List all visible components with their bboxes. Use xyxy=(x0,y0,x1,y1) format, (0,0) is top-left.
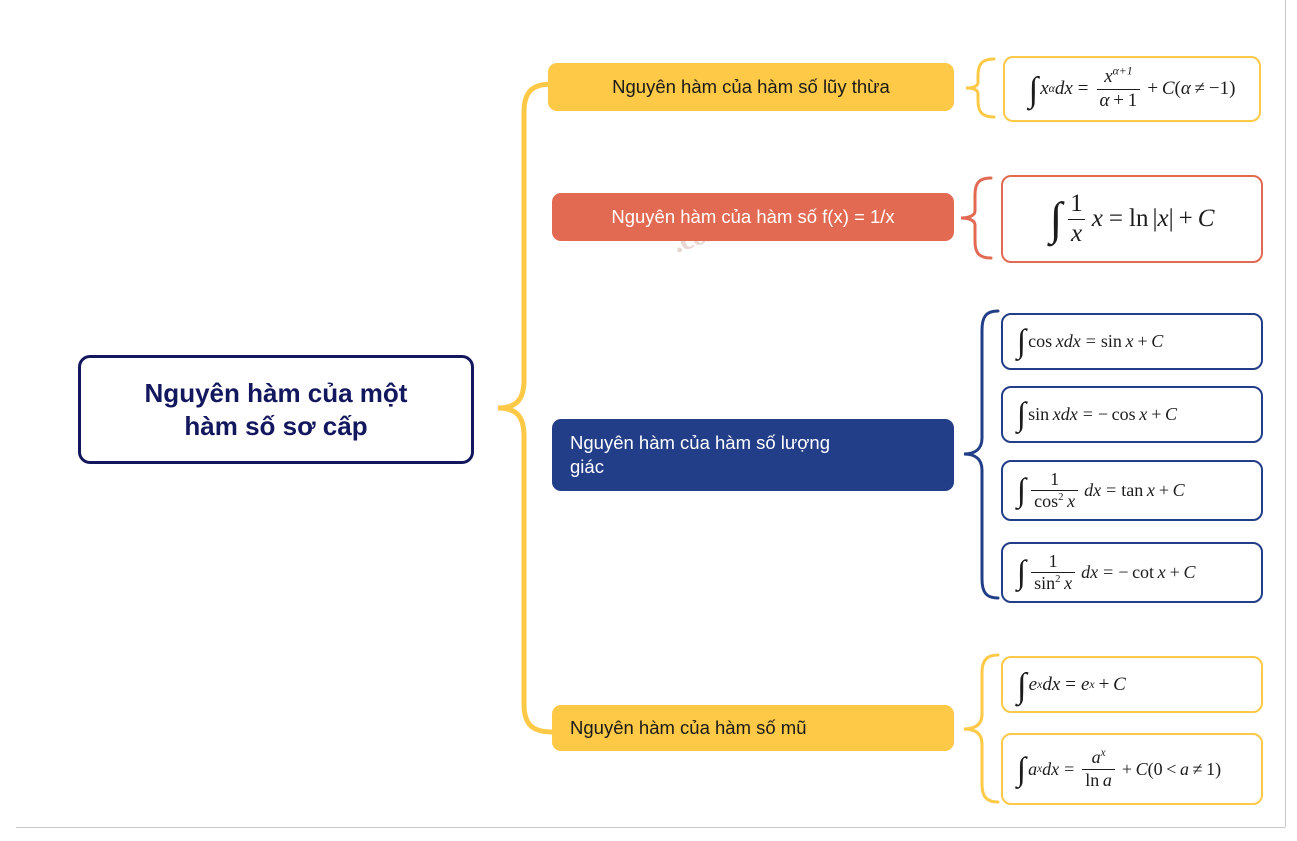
branch-brace-reciprocal-icon xyxy=(960,176,993,260)
page-border-bottom xyxy=(16,827,1285,828)
formula-csc2-rule: ∫ 1 sin2 x dx = − cot x + C xyxy=(1001,542,1263,603)
main-brace-icon xyxy=(497,81,555,735)
branch-label-trig-text: Nguyên hàm của hàm số lượng giác xyxy=(570,431,831,477)
branch-label-exponential-text: Nguyên hàm của hàm số mũ xyxy=(570,716,807,738)
formula-log-rule: ∫ 1 x x = ln |x| + C xyxy=(1001,175,1263,263)
formula-sec2-rule-math: ∫ 1 cos2 x dx = tan x + C xyxy=(1017,468,1185,511)
formula-sec2-rule: ∫ 1 cos2 x dx = tan x + C xyxy=(1001,460,1263,521)
branch-label-power-text: Nguyên hàm của hàm số lũy thừa xyxy=(612,75,890,97)
branch-brace-power-icon xyxy=(965,57,996,119)
formula-log-rule-math: ∫ 1 x x = ln |x| + C xyxy=(1049,190,1215,247)
page-border-right xyxy=(1285,0,1286,827)
formula-sin-rule: ∫sin xdx = − cos x + C xyxy=(1001,386,1263,443)
root-node-label: Nguyên hàm của một hàm số sơ cấp xyxy=(144,378,408,441)
branch-brace-exponential-icon xyxy=(963,653,1000,804)
branch-brace-trig-icon xyxy=(963,309,1000,600)
formula-cos-rule: ∫cos xdx = sin x + C xyxy=(1001,313,1263,370)
root-node[interactable]: Nguyên hàm của một hàm số sơ cấp xyxy=(78,355,474,464)
branch-label-trig[interactable]: Nguyên hàm của hàm số lượng giác xyxy=(552,419,954,491)
formula-cos-rule-math: ∫cos xdx = sin x + C xyxy=(1017,323,1164,361)
branch-label-reciprocal-text: Nguyên hàm của hàm số f(x) = 1/x xyxy=(611,205,895,227)
formula-csc2-rule-math: ∫ 1 sin2 x dx = − cot x + C xyxy=(1017,550,1196,593)
branch-label-power[interactable]: Nguyên hàm của hàm số lũy thừa xyxy=(548,63,954,111)
formula-sin-rule-math: ∫sin xdx = − cos x + C xyxy=(1017,396,1178,434)
branch-label-exponential[interactable]: Nguyên hàm của hàm số mũ xyxy=(552,705,954,751)
branch-label-reciprocal[interactable]: Nguyên hàm của hàm số f(x) = 1/x xyxy=(552,193,954,241)
